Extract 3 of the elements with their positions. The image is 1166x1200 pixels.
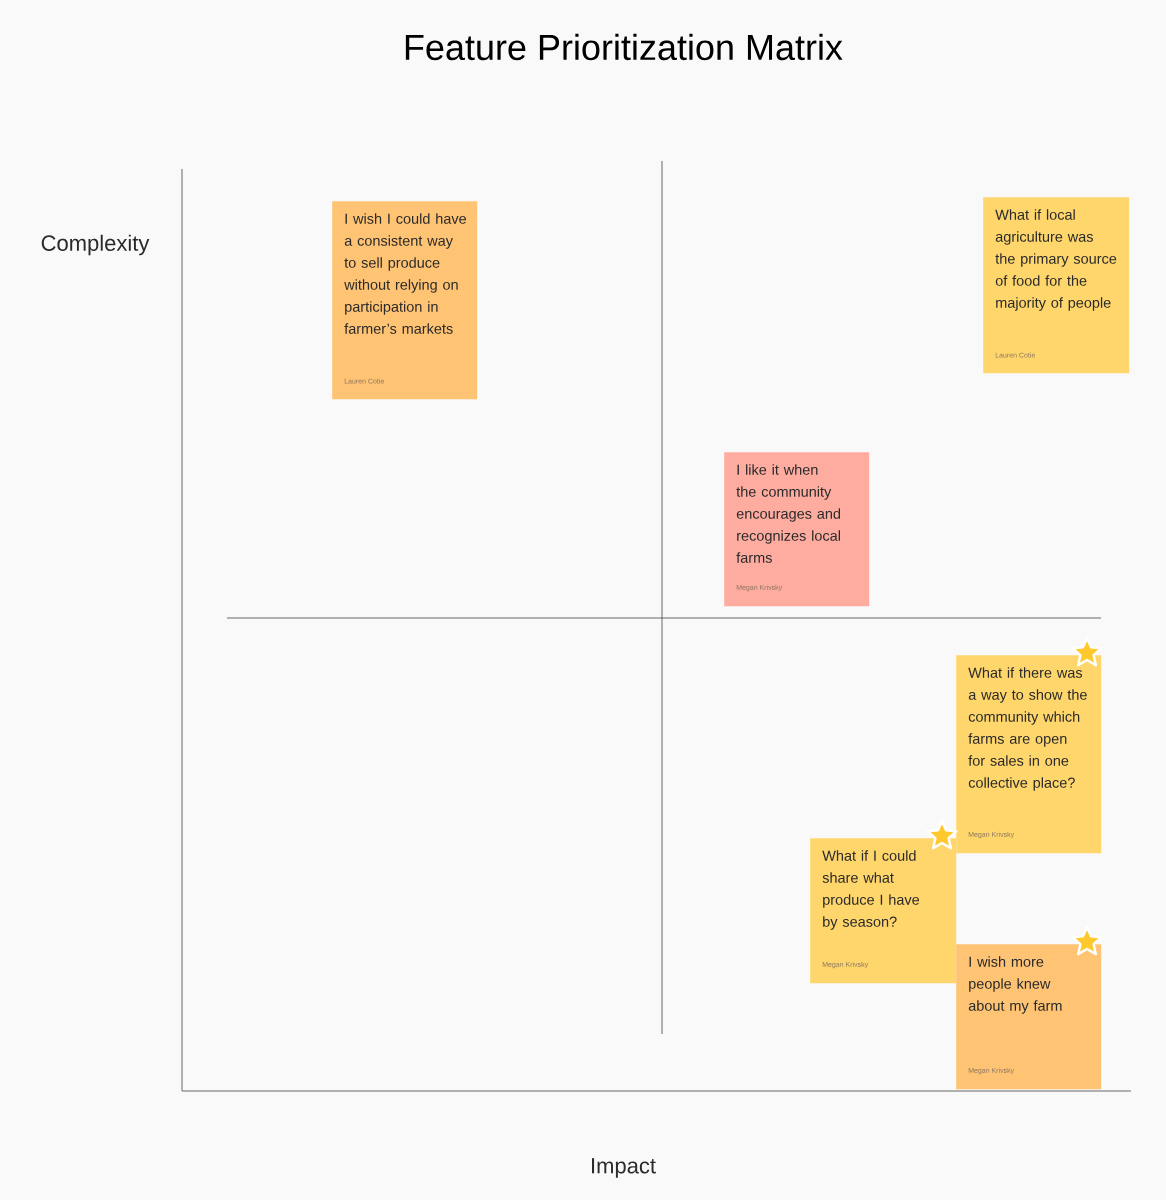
axis-label: Impact [592, 1158, 656, 1178]
axis-label: Complexity [41, 234, 150, 256]
title: Feature Prioritization Matrix [405, 33, 843, 61]
